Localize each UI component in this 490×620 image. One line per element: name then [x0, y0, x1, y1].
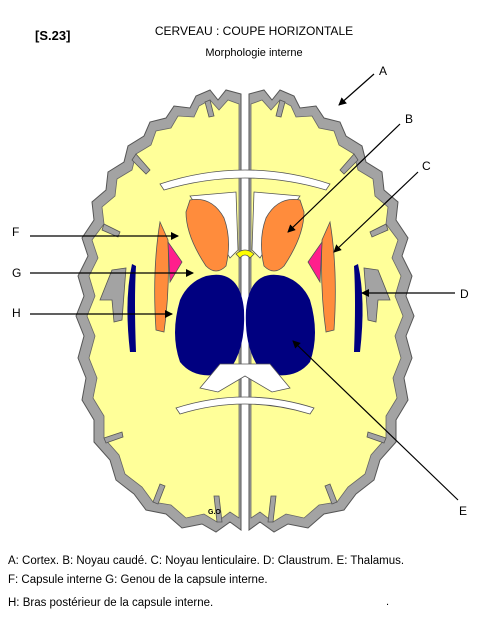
label-E: E [459, 504, 467, 518]
claustrum-left [127, 264, 136, 352]
legend-line-2: F: Capsule interne G: Genou de la capsul… [8, 574, 268, 586]
corpus-callosum-splenium [175, 396, 315, 415]
legend-line-3: H: Bras postérieur de la capsule interne… [8, 597, 214, 609]
lenticular-nucleus-right [321, 220, 336, 333]
legend-trailing-dot: . [386, 596, 390, 608]
slide-reference: [S.23] [35, 28, 71, 43]
fornix [235, 249, 255, 259]
label-G: G [12, 266, 21, 280]
label-B: B [405, 112, 413, 126]
lenticular-nucleus-left [154, 220, 169, 333]
label-H: H [12, 306, 21, 320]
label-F: F [12, 225, 19, 239]
leader-arrows [30, 73, 459, 501]
claustrum-right [354, 264, 363, 352]
arrow-C [333, 171, 419, 253]
thalamus-left [175, 274, 245, 376]
arrow-B [287, 123, 401, 233]
arrow-E [292, 340, 459, 501]
sulci [101, 99, 389, 523]
insula-right [363, 267, 391, 323]
label-D: D [460, 287, 469, 301]
legend-line-1: A: Cortex. B: Noyau caudé. C: Noyau lent… [8, 555, 405, 567]
page-subtitle: Morphologie interne [205, 47, 303, 59]
page-title: CERVEAU : COUPE HORIZONTALE [154, 24, 354, 38]
thalamus-right [245, 274, 315, 376]
insula-left [99, 267, 127, 323]
caudate-nucleus-right [261, 199, 305, 272]
label-C: C [422, 159, 431, 173]
genu-internal-capsule-left [167, 240, 183, 284]
arrow-A [338, 73, 375, 106]
caudate-nucleus-left [185, 199, 229, 272]
author-signature: G.O [208, 509, 221, 516]
corpus-callosum-genu [159, 169, 331, 191]
posterior-ventricles [199, 363, 291, 393]
genu-internal-capsule-right [307, 240, 323, 284]
label-A: A [379, 64, 387, 78]
